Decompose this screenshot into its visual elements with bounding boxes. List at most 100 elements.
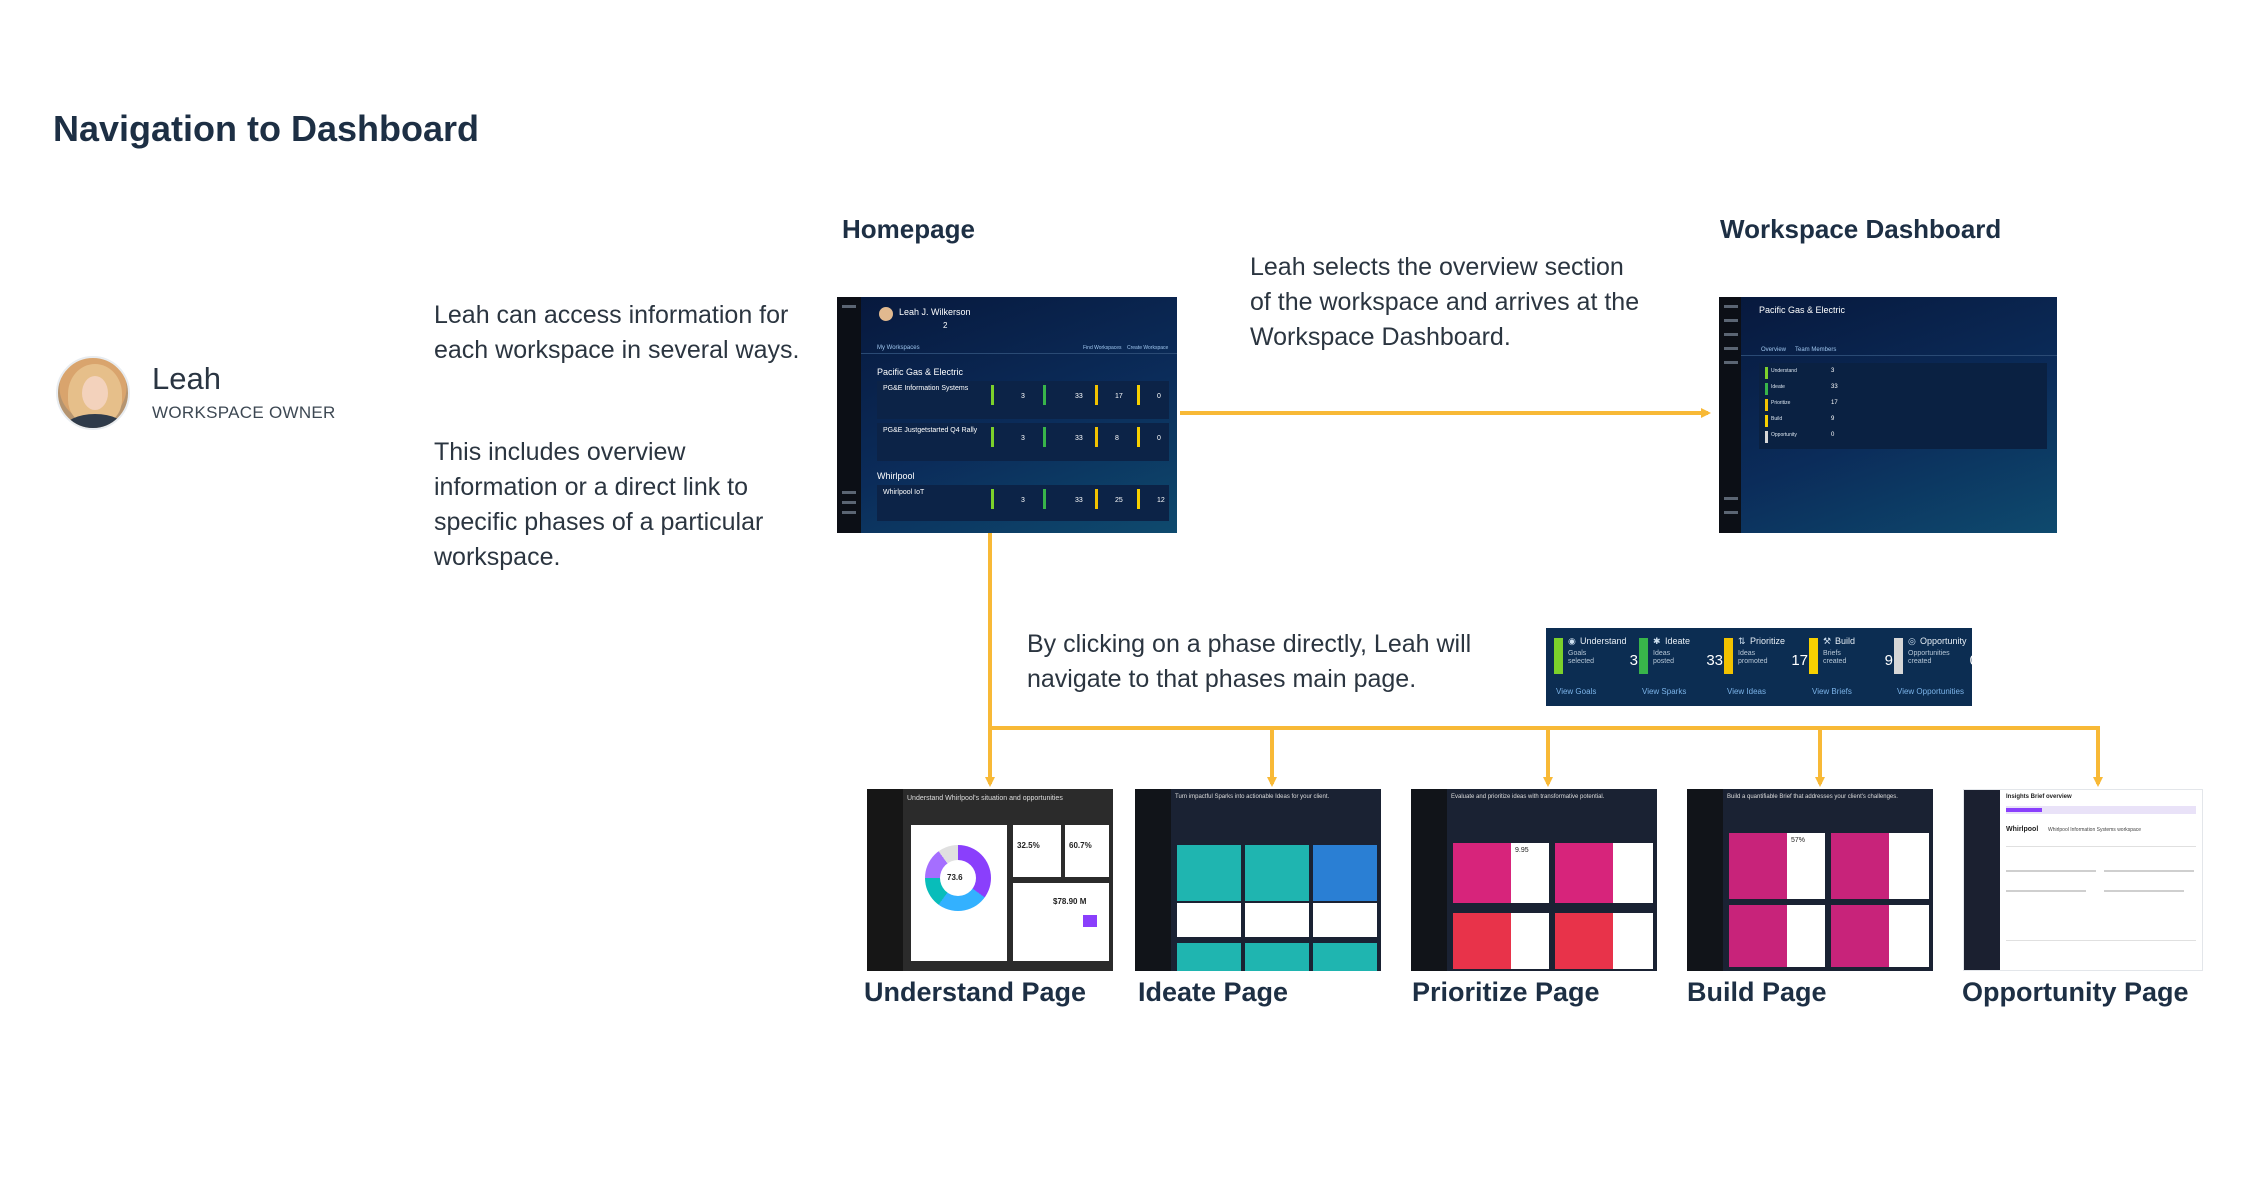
understand-card: 60.7%	[1065, 825, 1109, 877]
stat-value: 12	[1157, 497, 1165, 504]
understand-card: 73.6	[911, 825, 1007, 961]
homepage-screenshot[interactable]: Leah J. Wilkerson 2 My Workspaces Find W…	[837, 297, 1177, 533]
opportunity-page-screenshot[interactable]: Insights Brief overview Whirlpool Whirlp…	[1963, 789, 2203, 971]
workspace-dashboard-label: Workspace Dashboard	[1720, 214, 2002, 244]
stat-value: 0	[1157, 393, 1161, 400]
create-workspace-link[interactable]: Create Workspace	[1127, 345, 1169, 351]
build-page-screenshot[interactable]: Build a quantifiable Brief that addresse…	[1687, 789, 1933, 971]
phase-name: Prioritize	[1771, 400, 1791, 406]
phase-value: 0	[1831, 432, 1835, 438]
idea-card	[1613, 913, 1653, 969]
phase-value: 3	[1629, 652, 1638, 669]
view-opportunities-link[interactable]: View Opportunities	[1897, 687, 1964, 696]
phase-prioritize[interactable]: ⇅ Prioritize Ideas promoted 17	[1724, 636, 1808, 682]
phase-ideate[interactable]: ✱ Ideate Ideas posted 33	[1639, 636, 1723, 682]
client-whirlpool: Whirlpool	[877, 471, 915, 481]
stat-value: 33	[1075, 497, 1083, 504]
brief-percent: 57%	[1791, 837, 1806, 844]
workspace-name: PG&E Information Systems	[883, 385, 969, 392]
workspace-name: Whirlpool IoT	[883, 489, 925, 496]
view-goals-link[interactable]: View Goals	[1556, 687, 1597, 696]
view-briefs-link[interactable]: View Briefs	[1812, 687, 1852, 696]
client-pge: Pacific Gas & Electric	[877, 367, 964, 377]
tab-my-workspaces[interactable]: My Workspaces	[877, 345, 920, 351]
workspace-row[interactable]: PG&E Justgetstarted Q4 Rally 3 33 8 0	[877, 423, 1169, 461]
understand-header: Understand Whirlpool's situation and opp…	[907, 795, 1063, 802]
opportunity-header: Insights Brief overview	[2006, 794, 2072, 800]
phase-name: Understand	[1580, 636, 1627, 646]
stat-value: 17	[1115, 393, 1123, 400]
workspace-row[interactable]: PG&E Information Systems 3 33 17 0	[877, 381, 1169, 419]
opportunity-subtitle: Whirlpool Information Systems workspace	[2048, 827, 2142, 833]
phase-label: Opportunities created	[1908, 650, 1950, 665]
persona-name: Leah	[152, 361, 221, 396]
eye-icon: ◉	[1568, 636, 1576, 646]
phase-label: Ideas posted	[1653, 650, 1675, 665]
build-page-label: Build Page	[1687, 977, 1827, 1007]
homepage-label: Homepage	[842, 214, 975, 244]
workspace-dashboard-screenshot[interactable]: Pacific Gas & Electric Overview Team Mem…	[1719, 297, 2057, 533]
dashboard-client-name: Pacific Gas & Electric	[1759, 305, 1846, 315]
hammer-icon: ⚒	[1823, 636, 1832, 646]
tab-team-members[interactable]: Team Members	[1795, 347, 1837, 353]
find-workspaces-link[interactable]: Find Workspaces	[1083, 345, 1122, 351]
donut-metric: 73.6	[947, 873, 963, 882]
idea-card	[1555, 913, 1613, 969]
brief-card: 57%	[1787, 833, 1825, 899]
prioritize-page-screenshot[interactable]: Evaluate and prioritize ideas with trans…	[1411, 789, 1657, 971]
workspace-row[interactable]: Whirlpool IoT 3 33 25 12	[877, 485, 1169, 521]
phase-value: 0	[1969, 652, 1978, 669]
workspace-name: PG&E Justgetstarted Q4 Rally	[883, 427, 978, 434]
idea-card	[1453, 843, 1511, 903]
phase-build[interactable]: ⚒ Build Briefs created 9	[1809, 636, 1893, 682]
phase-label: Ideas promoted	[1738, 650, 1768, 665]
understand-card: 32.5%	[1013, 825, 1061, 877]
spark-card	[1313, 903, 1377, 937]
description-selects-overview: Leah selects the overview section of the…	[1250, 253, 1640, 351]
stat-value: 33	[1075, 393, 1083, 400]
view-ideas-link[interactable]: View Ideas	[1727, 687, 1766, 696]
phase-label: Briefs created	[1823, 650, 1847, 665]
brief-card	[1787, 905, 1825, 967]
phase-understand[interactable]: ◉ Understand Goals selected 3	[1554, 636, 1638, 682]
homepage-count: 2	[943, 321, 948, 330]
spark-card	[1313, 943, 1377, 971]
phase-value: 17	[1791, 652, 1808, 669]
phase-value: 3	[1831, 368, 1835, 374]
opportunity-client: Whirlpool	[2006, 826, 2039, 833]
phase-name: Build	[1771, 416, 1783, 422]
ideate-page-screenshot[interactable]: Turn impactful Sparks into actionable Id…	[1135, 789, 1381, 971]
stat-value: $78.90 M	[1053, 897, 1087, 906]
phase-name: Ideate	[1771, 384, 1785, 390]
spark-card	[1177, 845, 1241, 901]
build-header: Build a quantifiable Brief that addresse…	[1727, 794, 1898, 800]
phase-label: Goals selected	[1568, 650, 1595, 665]
homepage-user-name: Leah J. Wilkerson	[899, 307, 971, 317]
user-avatar	[879, 307, 893, 321]
stat-value: 0	[1157, 435, 1161, 442]
description-access-ways: Leah can access information for each wor…	[434, 301, 800, 364]
phase-value: 33	[1706, 652, 1723, 669]
stat-value: 3	[1021, 497, 1025, 504]
phase-name: Opportunity	[1771, 432, 1797, 438]
idea-card: 9.95	[1511, 843, 1549, 903]
sort-icon: ⇅	[1738, 636, 1746, 646]
spark-card	[1313, 845, 1377, 901]
view-sparks-link[interactable]: View Sparks	[1642, 687, 1687, 696]
brief-card	[1729, 905, 1787, 967]
tab-overview[interactable]: Overview	[1761, 347, 1787, 353]
stat-value: 25	[1115, 497, 1123, 504]
understand-page-screenshot[interactable]: Understand Whirlpool's situation and opp…	[867, 789, 1113, 971]
phase-opportunity[interactable]: ◎ Opportunity Opportunities created 0	[1894, 636, 1978, 682]
phase-name: Opportunity	[1920, 636, 1967, 646]
idea-card	[1613, 843, 1653, 903]
brief-card	[1889, 833, 1929, 899]
understand-page-label: Understand Page	[864, 977, 1087, 1007]
lightbulb-icon: ✱	[1653, 636, 1661, 646]
prioritize-header: Evaluate and prioritize ideas with trans…	[1451, 794, 1605, 800]
understand-card: $78.90 M	[1013, 883, 1109, 961]
opportunity-page-label: Opportunity Page	[1962, 977, 2189, 1007]
idea-score: 9.95	[1515, 847, 1529, 854]
dashboard-phase-list: Understand 3 Ideate 33 Prioritize 17 Bui…	[1759, 363, 2047, 449]
idea-card	[1555, 843, 1613, 903]
